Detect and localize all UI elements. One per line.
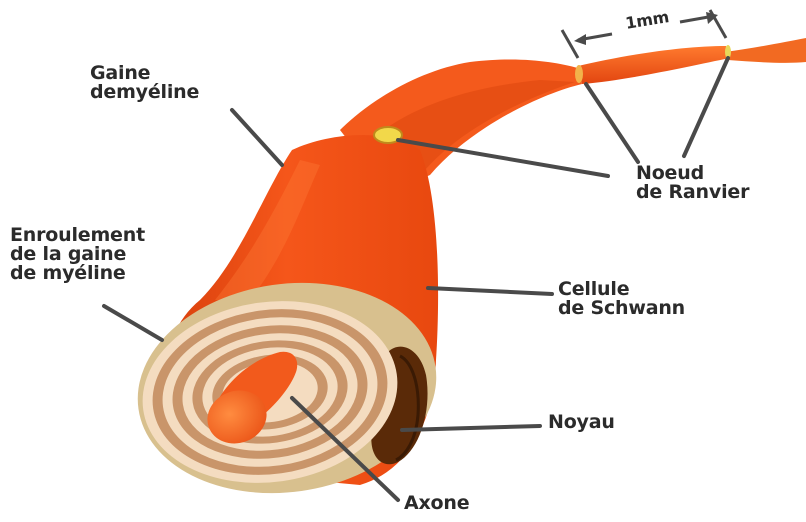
label-noyau: Noyau [548,413,615,432]
label-enroulement: Enroulement de la gaine de myéline [10,226,145,283]
leader-cellule [428,288,552,294]
label-gaine-de-myeline: Gaine demyéline [90,64,199,102]
distal-segment [578,46,730,84]
axon-tail [725,38,806,63]
label-noeud-line2: de Ranvier [636,183,749,202]
node-of-ranvier-2 [575,65,583,83]
label-noeud-de-ranvier: Noeud de Ranvier [636,164,749,202]
label-cellule-de-schwann: Cellule de Schwann [558,280,685,318]
label-cellule-line2: de Schwann [558,299,685,318]
leader-noeud-2 [586,84,638,162]
leader-enroulement [104,306,162,340]
leader-noeud-3 [684,58,728,156]
label-gaine-line2: demyéline [90,83,199,102]
leader-gaine [232,110,282,165]
label-enroulement-line3: de myéline [10,264,145,283]
label-axone: Axone [404,494,469,513]
leader-noyau [402,426,540,430]
